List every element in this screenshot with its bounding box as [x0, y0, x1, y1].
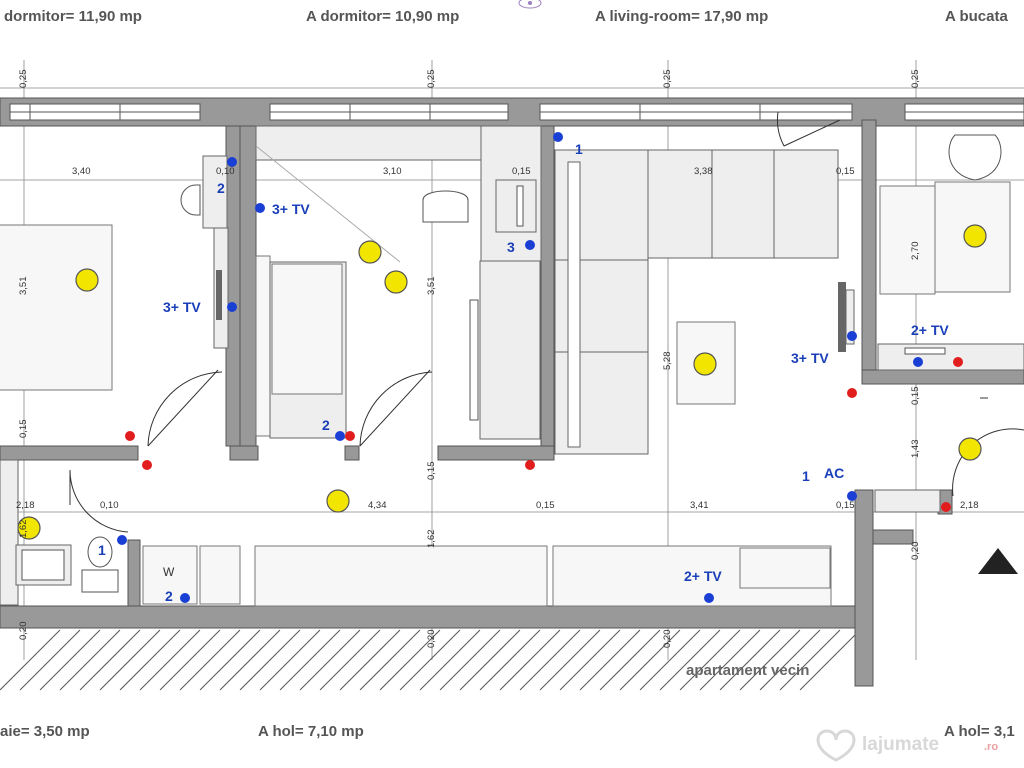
socket-label: 1 [575, 141, 583, 157]
neighbor-label: apartament vecin [686, 662, 809, 679]
kitchen-table [879, 134, 1011, 295]
dim-row3: 4,34 [368, 500, 387, 511]
socket-label: 2 [165, 588, 173, 604]
exterior-wall-top [0, 97, 1024, 127]
bed-1 [0, 224, 113, 391]
compass-icon [518, 0, 542, 9]
area-label-bucatarie: A bucata [945, 8, 1008, 25]
dim-vertical: 0,15 [910, 387, 921, 406]
tv-stand-living [838, 282, 855, 352]
area-label-hol-2: A hol= 3,1 [944, 723, 1015, 740]
area-label-hol-1: A hol= 7,10 mp [258, 723, 364, 740]
socket-label: 2 [217, 180, 225, 196]
socket-label: AC [824, 465, 844, 481]
dim-row3: 2,18 [960, 500, 979, 511]
hall-wardrobe [254, 545, 832, 607]
desk-2 [422, 190, 541, 440]
dim-vertical: 3,51 [18, 277, 29, 296]
dim-row2: 0,15 [426, 462, 437, 481]
dim-row1: 3,10 [383, 166, 402, 177]
watermark: lajumate .ro [816, 729, 998, 762]
neighbor-hatch [0, 629, 856, 691]
area-label-dormitor-2: A dormitor= 10,90 mp [306, 8, 459, 25]
dim-row1: 0,15 [512, 166, 531, 177]
dim-top: 0,25 [662, 70, 673, 89]
socket-label: 3+ TV [272, 201, 310, 217]
socket-label: 3+ TV [791, 350, 829, 366]
washer-label: W [163, 565, 175, 579]
dim-row2: 0,15 [18, 420, 29, 439]
dim-row2: 0,15 [836, 500, 855, 511]
socket-dots [117, 132, 923, 603]
dim-top: 0,25 [18, 70, 29, 89]
desk-1 [180, 155, 229, 349]
area-label-baie: aie= 3,50 mp [0, 723, 90, 740]
heart-logo-icon [816, 729, 856, 762]
hall-shelf-right [874, 489, 941, 513]
socket-label: 2+ TV [684, 568, 722, 584]
washer [142, 545, 241, 605]
socket-label: 1 [98, 542, 106, 558]
dim-row3: 2,18 [16, 500, 35, 511]
entrance-arrow-icon [978, 548, 1018, 574]
dim-vertical: 3,51 [426, 277, 437, 296]
switch-dots [125, 357, 963, 512]
area-label-dormitor-1: dormitor= 11,90 mp [4, 8, 142, 25]
dim-vertical: 0,20 [910, 542, 921, 561]
socket-label: 2+ TV [911, 322, 949, 338]
socket-label: 3 [507, 239, 515, 255]
dim-vertical: 5,28 [662, 352, 673, 371]
dim-top: 0,25 [426, 70, 437, 89]
dim-misc: 0,20 [662, 630, 673, 649]
sofa [554, 149, 839, 455]
balcony-door [776, 111, 841, 147]
ceiling-lamps [17, 224, 987, 540]
bed-2 [255, 255, 347, 439]
dim-misc: 0,20 [18, 622, 29, 641]
dim-row3: 3,41 [690, 500, 709, 511]
dim-row1: 3,38 [694, 166, 713, 177]
wardrobe-2 [255, 125, 542, 262]
dim-vertical: 1,43 [910, 440, 921, 459]
watermark-suffix: .ro [984, 741, 998, 753]
dim-row1: 3,40 [72, 166, 91, 177]
dim-vertical: 2,70 [910, 242, 921, 261]
dim-misc: 0,20 [426, 630, 437, 649]
dim-row1: 0,15 [836, 166, 855, 177]
bathroom-fixtures [0, 459, 119, 606]
dim-row2: 0,15 [536, 500, 555, 511]
area-label-living: A living-room= 17,90 mp [595, 8, 768, 25]
interior-walls [0, 119, 1024, 687]
dim-row3: 0,10 [100, 500, 119, 511]
dim-row1: 0,10 [216, 166, 235, 177]
dim-top: 0,25 [910, 70, 921, 89]
socket-label: 1 [802, 468, 810, 484]
socket-label: 2 [322, 417, 330, 433]
dim-misc: 1,62 [426, 530, 437, 549]
kitchen-cabinet [877, 343, 1024, 371]
socket-label: 3+ TV [163, 299, 201, 315]
watermark-text: lajumate [862, 734, 939, 755]
dim-misc: 1,62 [18, 520, 29, 539]
